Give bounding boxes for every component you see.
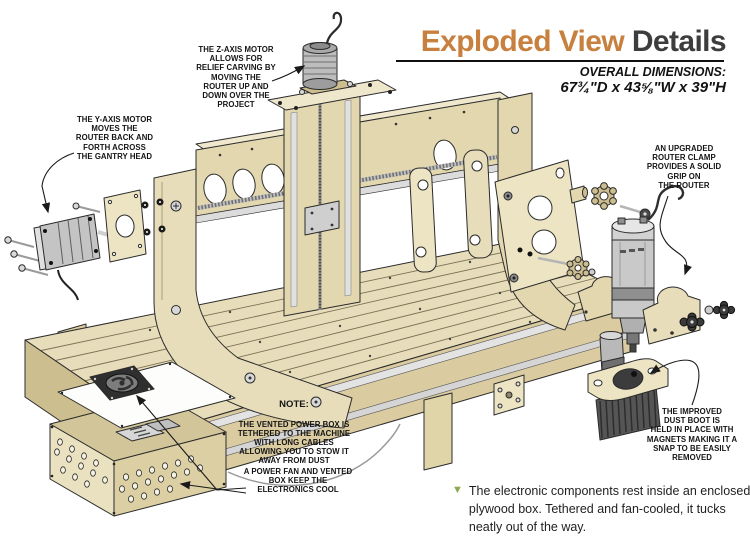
- bearing-plate: [495, 160, 595, 292]
- caption-text: The electronic components rest inside an…: [469, 483, 750, 536]
- photo-caption: ▼ The electronic components rest inside …: [452, 483, 750, 536]
- y-axis-motor: [34, 214, 112, 300]
- y-motor-wire: [58, 270, 78, 300]
- callout-note: NOTE: THE VENTED POWER BOX IS TETHERED T…: [226, 390, 362, 475]
- z-axis-motor: [303, 13, 341, 90]
- leader-y-axis: [42, 153, 74, 212]
- table-front-leg: [424, 393, 452, 470]
- title-rest: Details: [624, 25, 726, 58]
- callout-z-axis-motor: THE Z-AXIS MOTOR ALLOWS FOR RELIEF CARVI…: [186, 45, 286, 109]
- leader-router-clamp: [660, 196, 687, 274]
- z-motor-wire: [327, 13, 341, 43]
- page-title: Exploded View Details: [421, 27, 726, 57]
- callout-dust-boot: THE IMPROVED DUST BOOT IS HELD IN PLACE …: [640, 407, 744, 462]
- overall-dimensions: OVERALL DIMENSIONS: 67¾"D x 43⅝"W x 39"H: [560, 65, 726, 97]
- callout-router-clamp: AN UPGRADED ROUTER CLAMP PROVIDES A SOLI…: [628, 144, 740, 190]
- callout-power-fan: A POWER FAN AND VENTED BOX KEEP THE ELEC…: [242, 467, 354, 495]
- note-heading: NOTE:: [226, 399, 362, 410]
- title-underline: [396, 60, 724, 62]
- overall-dimensions-label: OVERALL DIMENSIONS:: [560, 65, 726, 79]
- y-axis-motor-assembly: [5, 190, 166, 300]
- callout-y-axis-motor: THE Y-AXIS MOTOR MOVES THE ROUTER BACK A…: [62, 115, 167, 161]
- overall-dimensions-value: 67¾"D x 43⅝"W x 39"H: [560, 79, 726, 96]
- y-motor-mount-plate: [104, 190, 146, 262]
- title-accent: Exploded View: [421, 25, 624, 58]
- note-body: THE VENTED POWER BOX IS TETHERED TO THE …: [226, 420, 362, 466]
- caption-marker-icon: ▼: [452, 483, 463, 497]
